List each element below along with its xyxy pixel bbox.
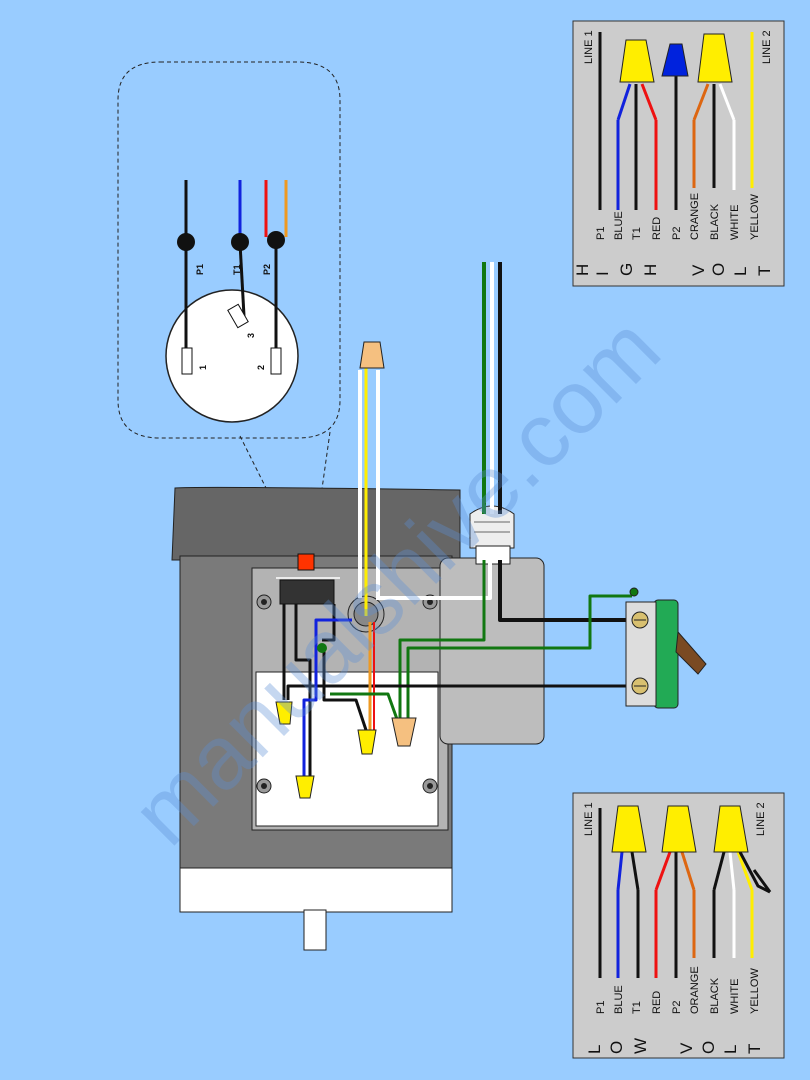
inset-label-t1: T1	[232, 264, 242, 275]
protector-reset-button	[297, 553, 315, 571]
lv-wire-orange: ORANGE	[689, 966, 701, 1014]
high-volt-panel: LINE 1 LINE 2 P1 BLUE T1 RED P2 CRANGE B…	[572, 20, 785, 287]
lead-junction-t1	[231, 233, 249, 251]
inset-label-p1: P1	[195, 264, 205, 275]
hv-line1: LINE 1	[583, 30, 595, 64]
lv-nut-2	[661, 805, 697, 853]
hv-title-5: O	[709, 263, 728, 276]
wire-nut-4	[391, 717, 417, 747]
lead-junction-p1	[177, 233, 195, 251]
terminal-2	[270, 347, 282, 375]
hv-wire-t1: T1	[631, 227, 643, 240]
lv-wire-white: WHITE	[729, 979, 741, 1014]
hv-title-2: G	[617, 263, 636, 276]
wire-nut-1	[275, 701, 293, 725]
terminal-label-3: 3	[246, 333, 256, 338]
hv-wire-orange: CRANGE	[689, 193, 701, 240]
lv-nut-3	[713, 805, 749, 853]
wire-nut-top	[359, 341, 385, 369]
protector-disc	[165, 289, 299, 423]
hv-wire-red: RED	[651, 217, 663, 240]
lv-wire-t1: T1	[631, 1001, 643, 1014]
hv-wire-yellow: YELLOW	[749, 194, 761, 240]
lv-title-4: O	[699, 1041, 718, 1054]
lv-wire-red: RED	[651, 991, 663, 1014]
lv-title-1: O	[607, 1041, 626, 1054]
hv-wire-p1: P1	[595, 227, 607, 240]
hv-title-3: H	[641, 264, 660, 276]
hv-title-7: T	[755, 266, 774, 276]
low-volt-panel: LINE 1 LINE 2 P1 BLUE T1 RED P2 ORANGE B…	[572, 792, 785, 1059]
hv-wire-p2: P2	[671, 227, 683, 240]
terminal-1	[181, 347, 193, 375]
field-wiring	[282, 262, 636, 780]
hv-title-6: L	[731, 267, 750, 276]
terminal-label-1: 1	[198, 365, 208, 370]
lead-junction-p2	[267, 231, 285, 249]
lv-wire-blue: BLUE	[613, 985, 625, 1014]
lv-wire-p2: P2	[671, 1001, 683, 1014]
hv-nut-2	[697, 33, 733, 83]
lv-title-3: V	[677, 1042, 696, 1054]
hv-line2: LINE 2	[761, 30, 773, 64]
inset-dashed-outline	[117, 61, 341, 439]
motor-top-cap	[171, 486, 461, 561]
ground-screw	[629, 587, 639, 597]
lv-wire-black: BLACK	[709, 977, 721, 1014]
switch-enclosure	[439, 505, 545, 745]
lv-line2: LINE 2	[755, 802, 767, 836]
switch-toggle	[675, 630, 707, 675]
hv-wire-white: WHITE	[729, 205, 741, 240]
lv-title-0: L	[585, 1045, 604, 1054]
toggle-switch	[625, 587, 707, 709]
motor-end-bell	[179, 867, 453, 913]
inset-label-p2: P2	[262, 264, 272, 275]
lv-title-5: L	[721, 1045, 740, 1054]
wire-nut-2	[295, 775, 315, 799]
lv-line1: LINE 1	[583, 802, 595, 836]
terminal-3	[227, 303, 249, 329]
hv-nut-cap	[661, 43, 689, 77]
hv-nut-1	[619, 39, 655, 83]
wire-nuts	[275, 341, 417, 799]
terminal-label-2: 2	[256, 365, 266, 370]
wire-nut-3	[357, 729, 377, 755]
lv-nut-1	[611, 805, 647, 853]
hv-title-4: V	[689, 264, 708, 276]
lv-title-2: W	[631, 1038, 650, 1054]
hv-title-1: I	[593, 271, 612, 276]
motor-shaft	[303, 909, 327, 951]
lv-wire-yellow: YELLOW	[749, 968, 761, 1014]
hv-wire-blue: BLUE	[613, 211, 625, 240]
thermal-protector-inset: P1 T1 P2 1 3 2	[117, 61, 341, 561]
switch-plate	[653, 599, 679, 709]
mount-screws	[256, 594, 438, 794]
thermal-protector	[279, 579, 335, 605]
lv-wire-p1: P1	[595, 1001, 607, 1014]
lv-title-6: T	[745, 1044, 764, 1054]
hv-title-0: H	[573, 264, 592, 276]
hv-wire-black: BLACK	[709, 203, 721, 240]
